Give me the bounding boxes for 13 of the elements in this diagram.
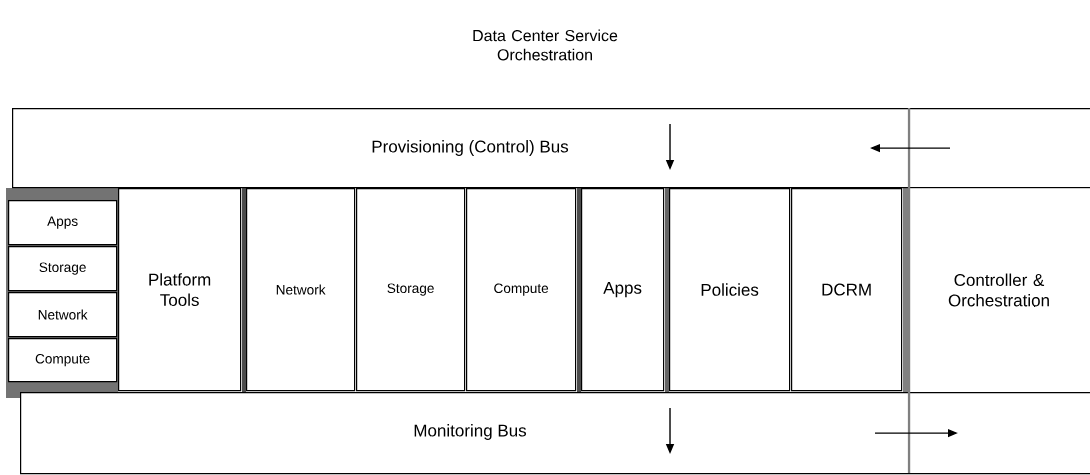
stack-box: Network: [8, 292, 118, 338]
column-box: Apps: [581, 188, 665, 392]
stack-box: Compute: [8, 338, 118, 383]
column-box: DCRM: [791, 188, 903, 392]
title: Data Center Service Orchestration: [473, 29, 618, 61]
bus-box: Provisioning (Control) Bus: [12, 108, 1090, 189]
column-box: Storage: [356, 188, 466, 392]
stack-box: Storage: [8, 246, 118, 292]
column-box: Network: [246, 188, 356, 392]
column-box: Platform Tools: [118, 188, 242, 392]
stack-box: Apps: [8, 200, 118, 246]
column-box: Policies: [669, 188, 791, 392]
column-box: Compute: [466, 188, 577, 392]
